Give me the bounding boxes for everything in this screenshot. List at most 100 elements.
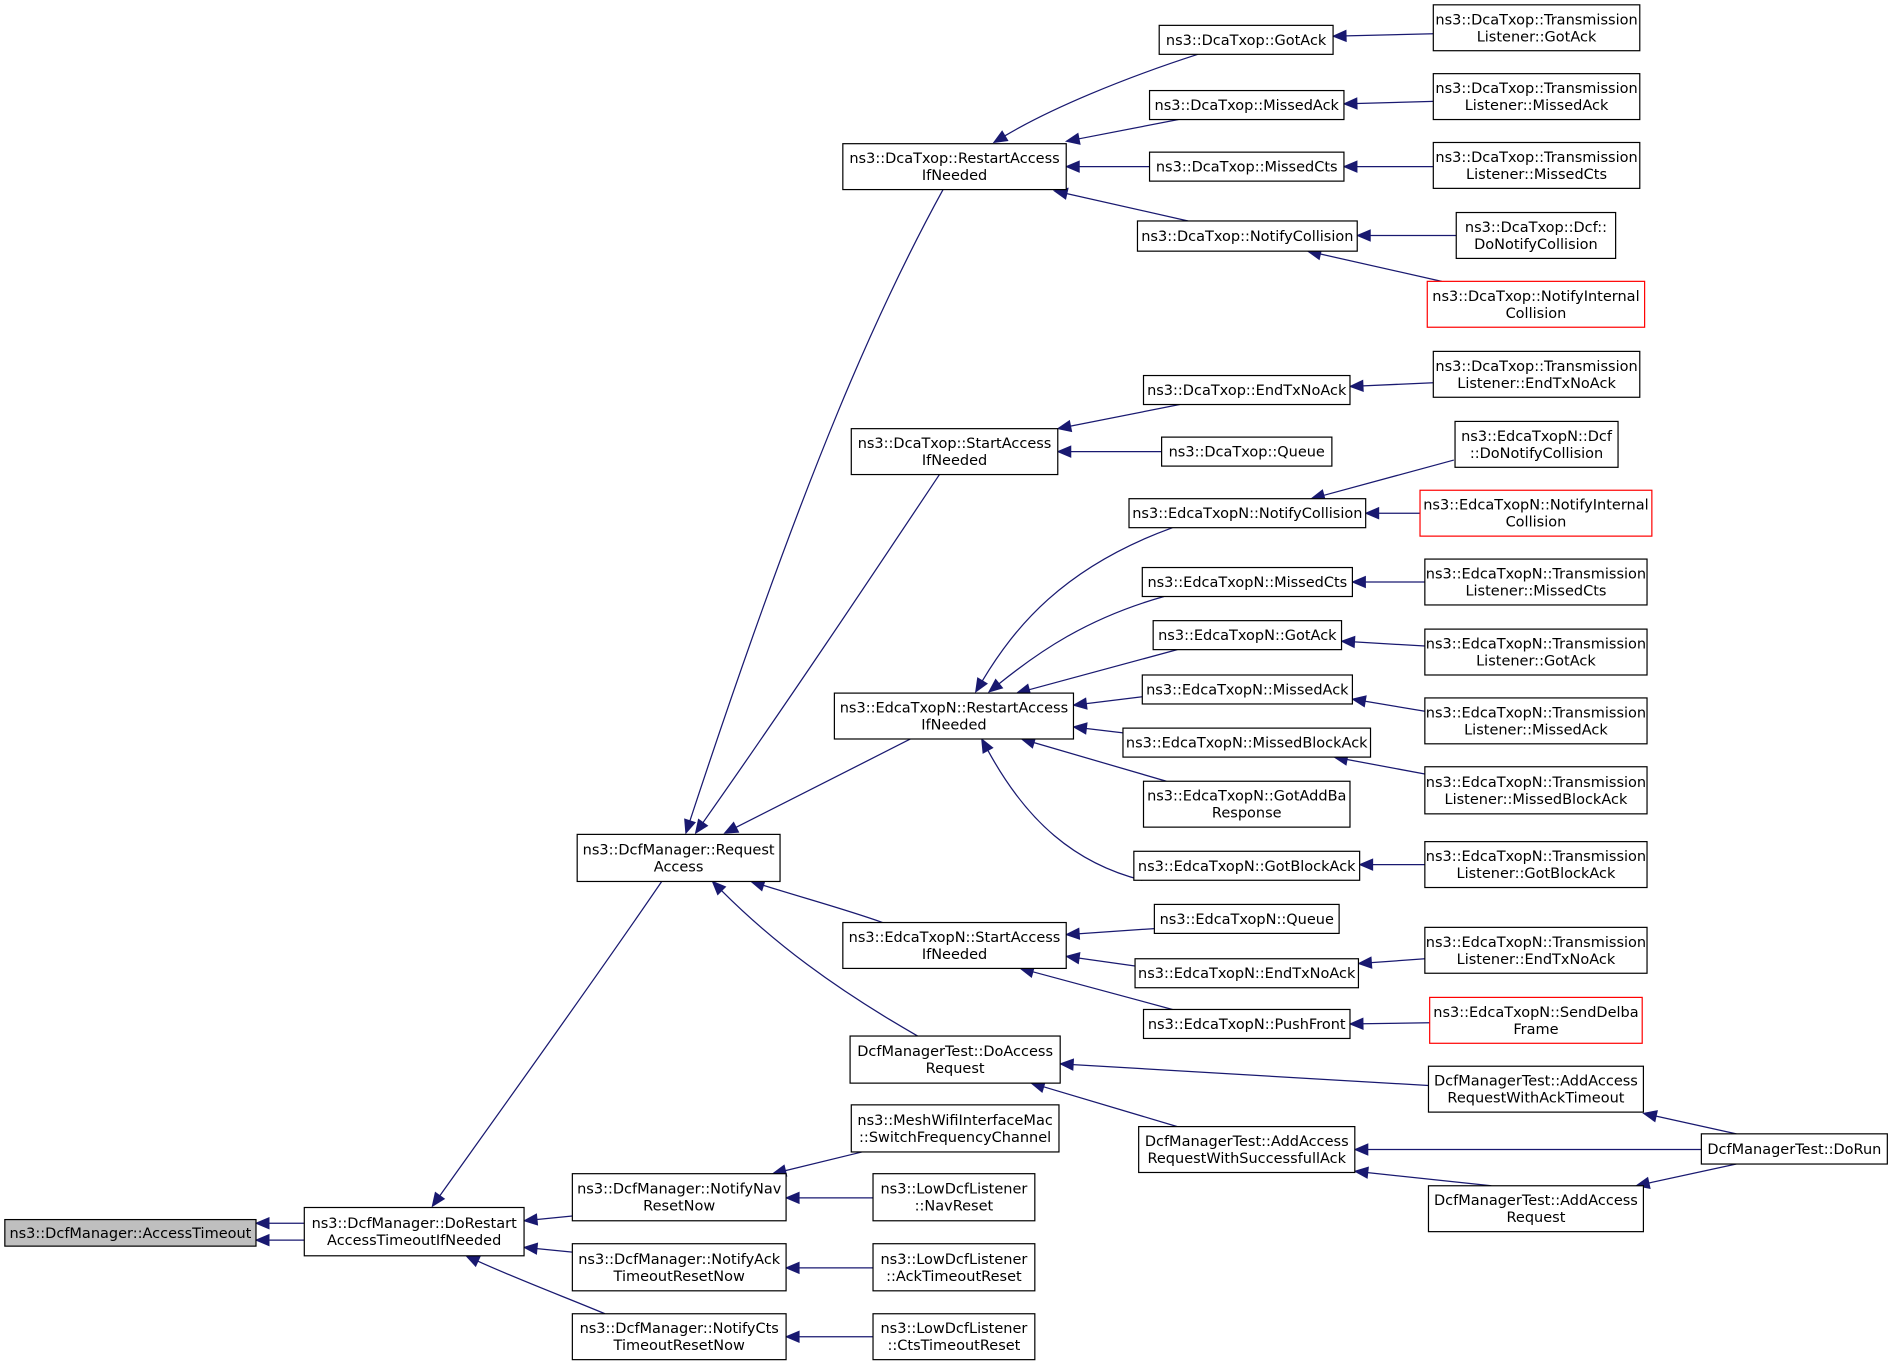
node-box[interactable] (1432, 141, 1641, 189)
node-edca-gotack[interactable]: ns3::EdcaTxopN::GotAck (1152, 620, 1343, 651)
node-notify-cts[interactable]: ns3::DcfManager::NotifyCtsTimeoutResetNo… (571, 1313, 787, 1361)
node-box[interactable] (849, 1035, 1061, 1084)
node-edca-missedblockack[interactable]: ns3::EdcaTxopN::MissedBlockAck (1122, 727, 1372, 758)
node-dca-endtxnoack[interactable]: ns3::DcaTxop::EndTxNoAck (1142, 374, 1351, 406)
node-low-nav[interactable]: ns3::LowDcfListener::NavReset (872, 1173, 1036, 1222)
node-box[interactable] (1141, 674, 1354, 705)
node-box[interactable] (571, 1313, 787, 1361)
node-do-restart[interactable]: ns3::DcfManager::DoRestartAccessTimeoutI… (303, 1206, 525, 1257)
node-tl-dca-gotack[interactable]: ns3::DcaTxop::TransmissionListener::GotA… (1432, 4, 1641, 52)
node-box[interactable] (1429, 996, 1643, 1044)
node-box[interactable] (1424, 766, 1648, 815)
node-box[interactable] (1153, 903, 1340, 934)
node-box[interactable] (303, 1206, 525, 1257)
node-box[interactable] (1142, 1008, 1351, 1040)
node-box[interactable] (1427, 1185, 1645, 1233)
node-box[interactable] (4, 1218, 257, 1247)
node-edca-notifycoll[interactable]: ns3::EdcaTxopN::NotifyCollision (1128, 498, 1367, 529)
node-box[interactable] (1419, 489, 1653, 537)
node-box[interactable] (1134, 958, 1360, 989)
node-box[interactable] (571, 1243, 787, 1292)
node-edca-missedack[interactable]: ns3::EdcaTxopN::MissedAck (1141, 674, 1354, 705)
node-box[interactable] (1133, 850, 1361, 881)
node-box[interactable] (1142, 780, 1351, 828)
node-box[interactable] (576, 833, 781, 883)
node-box[interactable] (1136, 220, 1358, 252)
node-box[interactable] (872, 1243, 1036, 1292)
node-dca-queue[interactable]: ns3::DcaTxop::Queue (1161, 436, 1333, 467)
node-box[interactable] (1424, 841, 1648, 889)
node-tl-edca-endtxnoack[interactable]: ns3::EdcaTxopN::TransmissionListener::En… (1424, 926, 1648, 974)
node-edca-endtxnoack[interactable]: ns3::EdcaTxopN::EndTxNoAck (1134, 958, 1360, 989)
node-box[interactable] (1455, 211, 1617, 260)
node-box[interactable] (1122, 727, 1372, 758)
node-box[interactable] (1454, 420, 1619, 468)
node-box[interactable] (1158, 24, 1334, 55)
node-test-dorun[interactable]: DcfManagerTest::DoRun (1700, 1133, 1888, 1165)
node-dca-missedcts[interactable]: ns3::DcaTxop::MissedCts (1148, 151, 1345, 182)
node-box[interactable] (1138, 1125, 1356, 1174)
node-box[interactable] (872, 1313, 1036, 1361)
node-box[interactable] (1128, 498, 1367, 529)
node-box[interactable] (842, 143, 1067, 191)
node-tl-dca-missedack[interactable]: ns3::DcaTxop::TransmissionListener::Miss… (1432, 73, 1641, 121)
node-box[interactable] (1700, 1133, 1888, 1165)
node-notify-ack[interactable]: ns3::DcfManager::NotifyAckTimeoutResetNo… (571, 1243, 787, 1292)
node-box[interactable] (1148, 89, 1345, 121)
node-dca-notifycoll[interactable]: ns3::DcaTxop::NotifyCollision (1136, 220, 1358, 252)
node-box[interactable] (1424, 926, 1648, 974)
node-box[interactable] (872, 1173, 1036, 1222)
node-box[interactable] (1141, 566, 1354, 598)
node-box[interactable] (1142, 374, 1351, 406)
node-tl-edca-gotblockack[interactable]: ns3::EdcaTxopN::TransmissionListener::Go… (1424, 841, 1648, 889)
node-edca-gotblockack[interactable]: ns3::EdcaTxopN::GotBlockAck (1133, 850, 1361, 881)
node-tl-edca-gotack[interactable]: ns3::EdcaTxopN::TransmissionListener::Go… (1424, 628, 1648, 676)
node-box[interactable] (1432, 4, 1641, 52)
node-edca-queue[interactable]: ns3::EdcaTxopN::Queue (1153, 903, 1340, 934)
node-tl-edca-missedack[interactable]: ns3::EdcaTxopN::TransmissionListener::Mi… (1424, 697, 1648, 745)
node-box[interactable] (850, 428, 1059, 476)
node-box[interactable] (1426, 280, 1646, 328)
node-box[interactable] (1424, 628, 1648, 676)
node-box[interactable] (1161, 436, 1333, 467)
node-box[interactable] (1148, 151, 1345, 182)
node-access-timeout[interactable]: ns3::DcfManager::AccessTimeout (4, 1218, 257, 1247)
node-box[interactable] (1152, 620, 1343, 651)
node-edca-pushfront[interactable]: ns3::EdcaTxopN::PushFront (1142, 1008, 1351, 1040)
node-edca-dcf-donotify[interactable]: ns3::EdcaTxopN::Dcf::DoNotifyCollision (1454, 420, 1619, 468)
node-box[interactable] (1427, 1065, 1645, 1113)
node-box[interactable] (842, 921, 1067, 970)
node-low-cts[interactable]: ns3::LowDcfListener::CtsTimeoutReset (872, 1313, 1036, 1361)
node-test-addaccess-succ[interactable]: DcfManagerTest::AddAccessRequestWithSucc… (1138, 1125, 1356, 1174)
node-tl-edca-missedcts[interactable]: ns3::EdcaTxopN::TransmissionListener::Mi… (1424, 558, 1648, 606)
node-box[interactable] (833, 692, 1075, 740)
node-low-ack[interactable]: ns3::LowDcfListener::AckTimeoutReset (872, 1243, 1036, 1292)
node-dca-gotack[interactable]: ns3::DcaTxop::GotAck (1158, 24, 1334, 55)
node-tl-edca-missedblockack[interactable]: ns3::EdcaTxopN::TransmissionListener::Mi… (1424, 766, 1648, 815)
node-dca-missedack[interactable]: ns3::DcaTxop::MissedAck (1148, 89, 1345, 121)
node-tl-dca-missedcts[interactable]: ns3::DcaTxop::TransmissionListener::Miss… (1432, 141, 1641, 189)
node-box[interactable] (850, 1104, 1060, 1153)
node-edca-missedcts[interactable]: ns3::EdcaTxopN::MissedCts (1141, 566, 1354, 598)
node-dca-dcf-donotify[interactable]: ns3::DcaTxop::Dcf::DoNotifyCollision (1455, 211, 1617, 260)
node-test-addaccess-ack[interactable]: DcfManagerTest::AddAccessRequestWithAckT… (1427, 1065, 1645, 1113)
node-box[interactable] (1432, 73, 1641, 121)
node-box[interactable] (1432, 350, 1641, 398)
node-mesh-switch[interactable]: ns3::MeshWifiInterfaceMac::SwitchFrequen… (850, 1104, 1060, 1153)
node-box[interactable] (571, 1173, 787, 1222)
node-box[interactable] (1424, 558, 1648, 606)
node-box[interactable] (1424, 697, 1648, 745)
node-tl-dca-endtxnoack[interactable]: ns3::DcaTxop::TransmissionListener::EndT… (1432, 350, 1641, 398)
